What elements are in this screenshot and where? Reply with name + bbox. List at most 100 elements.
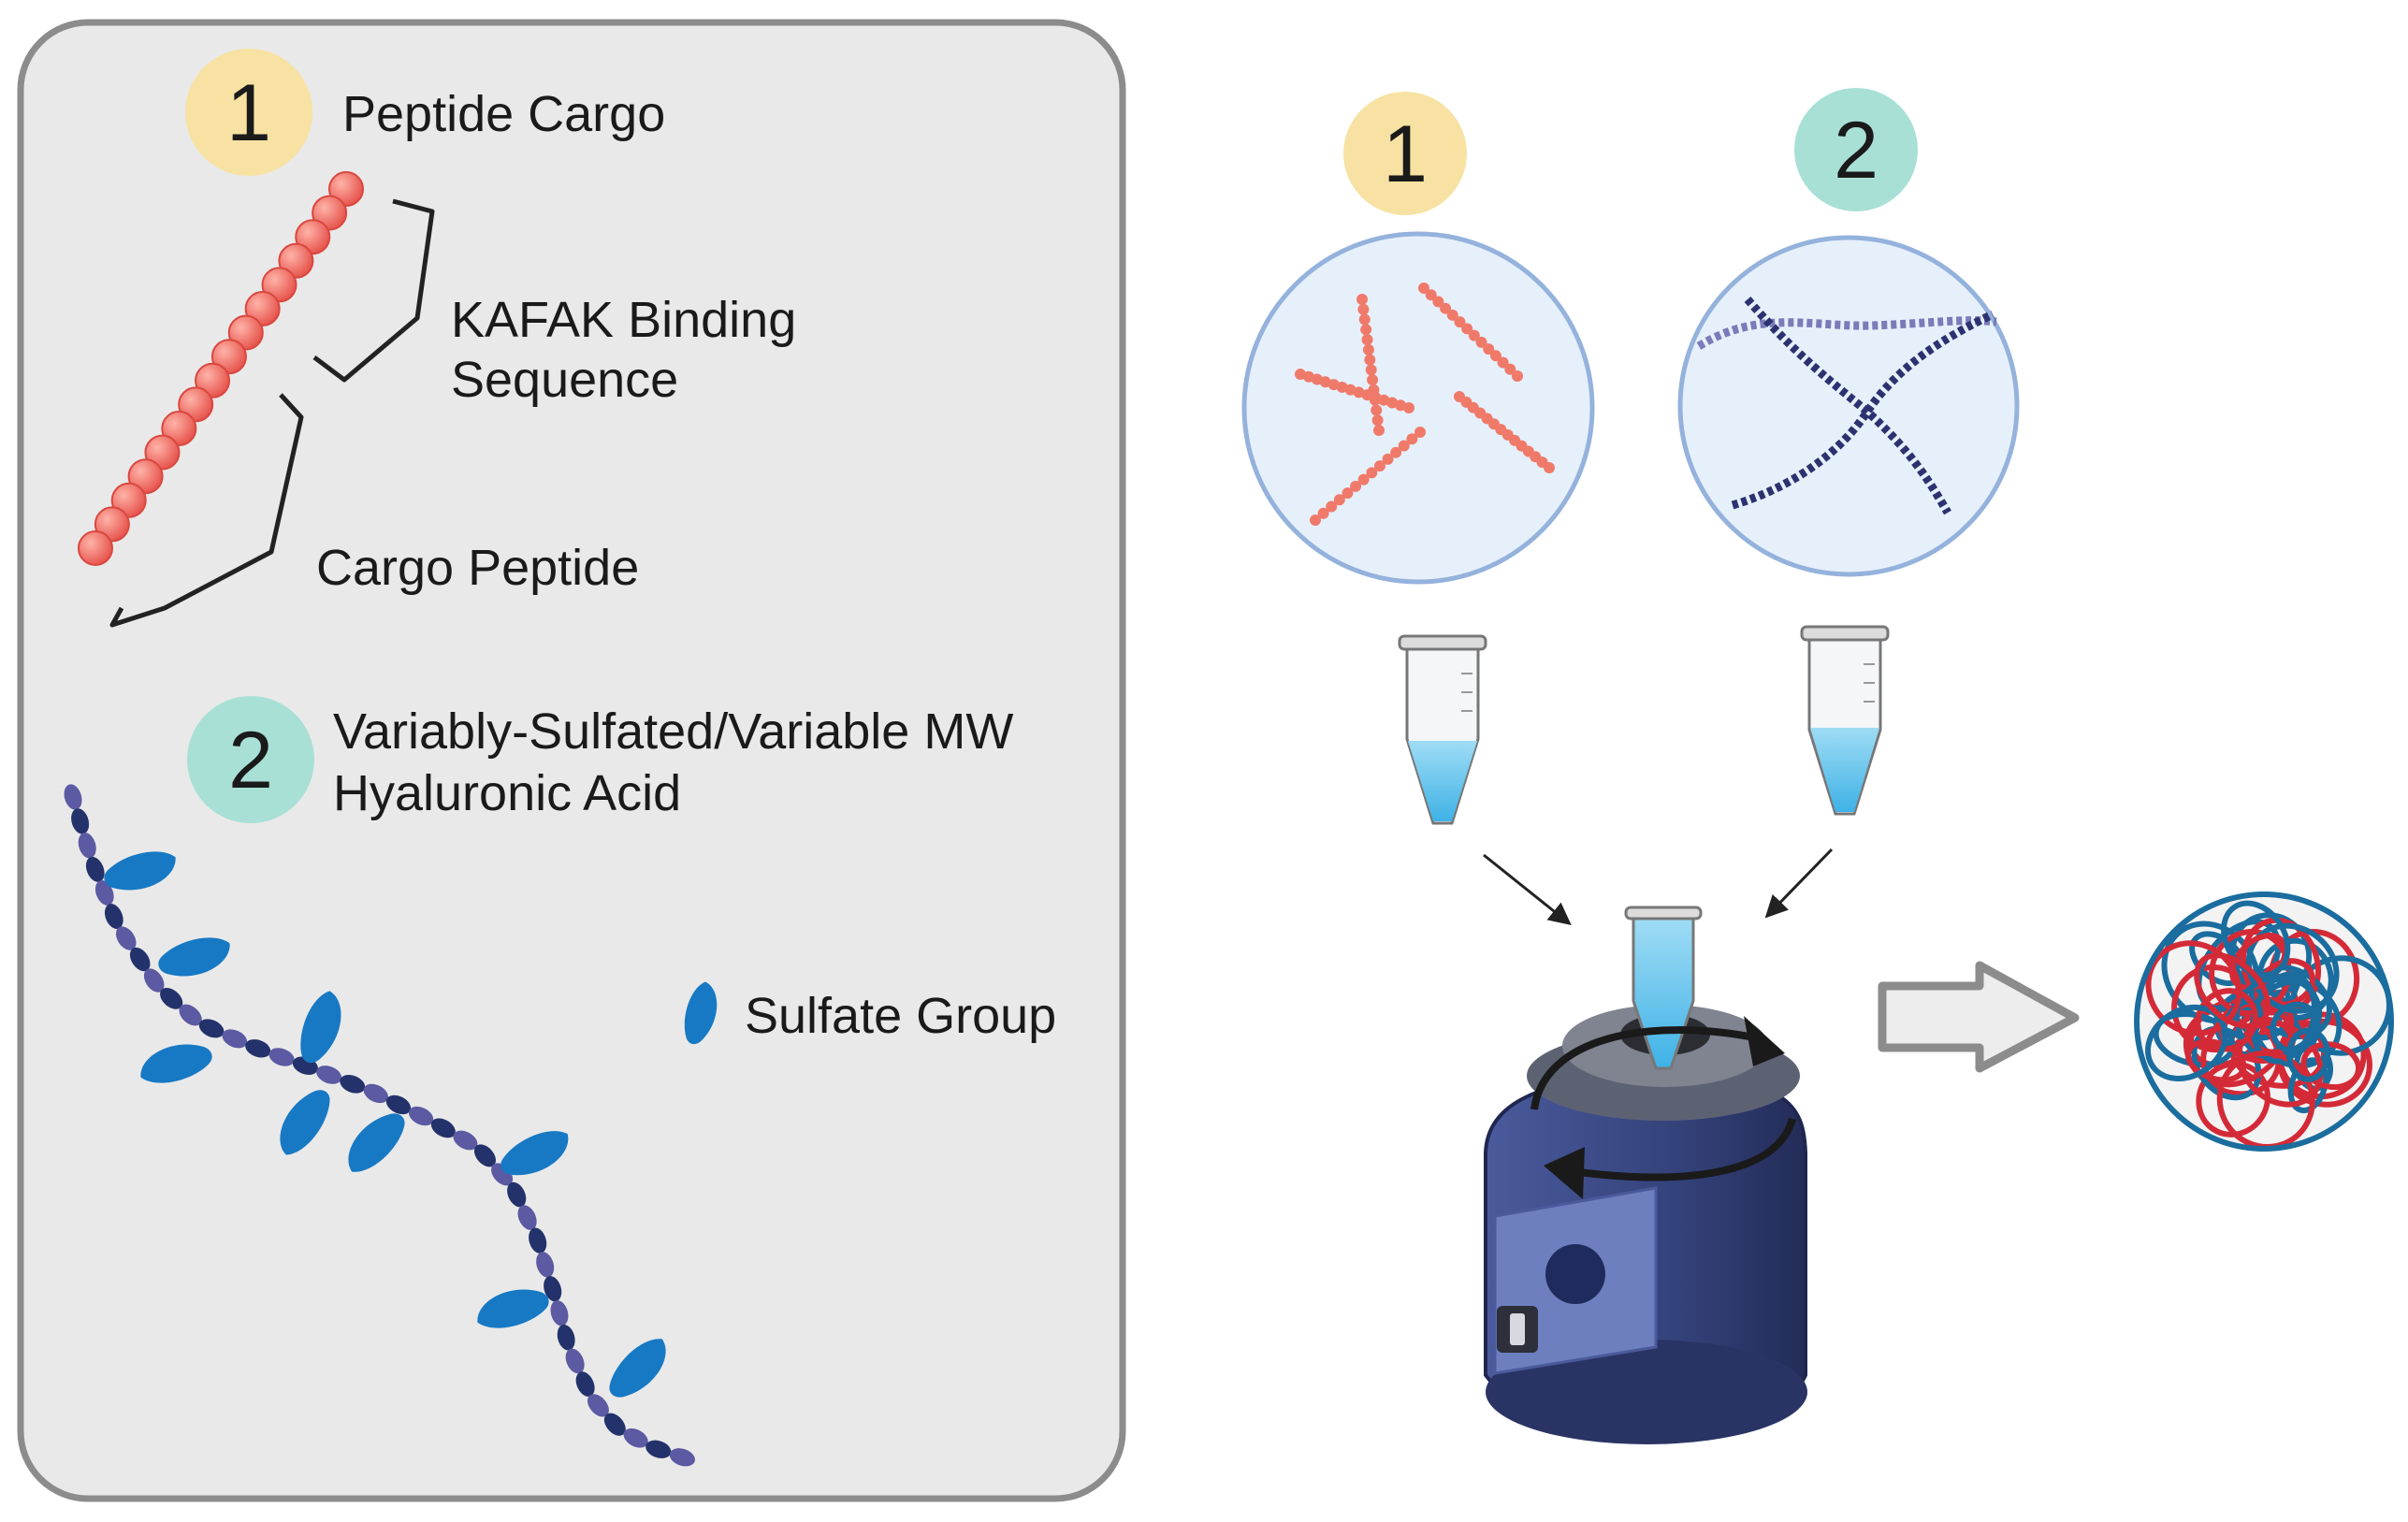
ha-monomer <box>363 1083 388 1104</box>
peptide-cargo-header: 1 Peptide Cargo <box>185 49 665 176</box>
ha-monomer <box>430 1118 456 1138</box>
ha-monomer <box>115 926 137 950</box>
hyaluronic-acid-header: 2 Variably-Sulfated/Variable MW Hyaluron… <box>187 696 1013 823</box>
sulfate-icon <box>500 1131 569 1176</box>
badge-2-legend <box>187 696 314 823</box>
peptide-bead <box>1350 480 1362 492</box>
badge-1-legend <box>185 49 312 176</box>
peptide-bead <box>1418 283 1429 294</box>
peptide-bead <box>1357 303 1370 315</box>
badge-1-process <box>1343 92 1467 215</box>
peptide-cargo-label: Peptide Cargo <box>342 86 665 142</box>
badge-1-process-text: 1 <box>1383 109 1428 199</box>
rotation-arrow-icon <box>1571 1117 1796 1181</box>
peptide-bead <box>1310 515 1321 526</box>
ha-monomer <box>603 1413 626 1436</box>
ha-monomer <box>557 1325 575 1351</box>
ha-monomer <box>517 1205 537 1230</box>
ha-solution-view <box>1677 235 2020 577</box>
ha-label-line2: Hyaluronic Acid <box>333 765 681 821</box>
ha-monomer <box>544 1276 562 1302</box>
process-arrow-icon <box>1878 961 2080 1073</box>
nanoparticle-strand <box>2287 1057 2329 1114</box>
ha-monomer <box>408 1106 434 1126</box>
peptide-bead <box>1398 440 1410 452</box>
peptide-bead <box>1414 427 1426 438</box>
ha-monomer <box>78 833 96 859</box>
nanoparticle-strand <box>2145 1004 2228 1081</box>
ha-monomer <box>550 1299 569 1326</box>
peptide-bead <box>1475 336 1487 348</box>
microtube-icon <box>1800 625 1890 816</box>
peptide-bead <box>1406 433 1418 445</box>
ha-monomer <box>575 1371 595 1397</box>
badge-2-process-text: 2 <box>1834 106 1879 196</box>
peptide-bead <box>1342 487 1354 500</box>
peptide-bead <box>1373 425 1385 436</box>
nanoparticle-strand <box>2286 1027 2331 1082</box>
peptide-bead <box>1483 343 1495 355</box>
ha-monomer <box>565 1348 585 1374</box>
peptide-bead <box>1446 309 1458 321</box>
peptide-bead <box>1362 343 1374 355</box>
kafak-label-line2: Sequence <box>451 352 678 408</box>
peptide-bead <box>1497 356 1509 369</box>
badge-2-legend-text: 2 <box>228 716 273 805</box>
peptide-bead <box>1468 329 1480 341</box>
badge-1-legend-text: 1 <box>226 68 271 158</box>
peptide-bead <box>1364 354 1376 366</box>
ha-monomer <box>64 784 82 810</box>
peptide-bead <box>1333 494 1345 506</box>
peptide-bead <box>1360 324 1372 336</box>
ha-monomer <box>179 1004 202 1026</box>
sulfate-icon <box>280 1090 330 1155</box>
cargo-bracket <box>109 393 304 628</box>
peptide-bead <box>1512 370 1523 382</box>
ha-monomer <box>623 1428 648 1448</box>
ha-monomer <box>198 1019 225 1038</box>
sulfate-key: Sulfate Group <box>684 981 1056 1045</box>
mix-arrow-right <box>1764 848 1834 919</box>
sulfate-icon <box>140 1044 212 1083</box>
kafak-label-line1: KAFAK Binding <box>451 292 796 348</box>
ha-monomer <box>71 808 90 834</box>
mix-arrow-left <box>1483 853 1572 925</box>
peptide-bead <box>1425 289 1437 301</box>
peptide-bead <box>1317 507 1329 519</box>
peptide-bead <box>1371 414 1384 427</box>
rotation-arrowhead-top <box>1744 1016 1785 1066</box>
ha-monomer <box>529 1227 547 1254</box>
peptide-bead <box>1504 363 1516 375</box>
ha-monomer <box>340 1075 366 1094</box>
ha-monomer <box>669 1448 695 1467</box>
peptide-bead <box>78 530 113 566</box>
ha-monomer <box>536 1252 555 1278</box>
sulfate-icon <box>684 981 718 1045</box>
peptide-bead <box>1461 323 1473 335</box>
sulfate-group-label: Sulfate Group <box>745 988 1056 1044</box>
peptide-bead <box>1432 296 1444 308</box>
peptide-bead <box>1403 402 1414 413</box>
ha-monomer <box>453 1130 478 1151</box>
sulfate-icon <box>348 1113 405 1172</box>
peptide-bead <box>1361 334 1373 346</box>
ha-monomer <box>385 1094 412 1115</box>
nanoparticle-strand <box>2194 952 2271 1029</box>
sulfate-icon <box>477 1289 549 1328</box>
peptide-bead <box>1356 294 1368 305</box>
microtube-icon <box>1398 634 1487 825</box>
kafak-bracket <box>312 198 435 383</box>
peptide-bead <box>1373 460 1385 472</box>
ha-label-line1: Variably-Sulfated/Variable MW <box>333 703 1013 760</box>
ha-monomer <box>473 1144 496 1167</box>
ha-monomer <box>268 1048 295 1066</box>
sulfate-icon <box>104 851 176 891</box>
ha-monomer <box>507 1181 527 1208</box>
process-diagram: 1 2 <box>1241 88 2394 1444</box>
peptide-bead <box>1382 453 1394 465</box>
ha-monomer <box>129 947 151 972</box>
sulfate-groups <box>104 851 666 1398</box>
nanoparticle-strand <box>2221 900 2291 978</box>
nanoparticle-strand <box>2270 1001 2322 1054</box>
